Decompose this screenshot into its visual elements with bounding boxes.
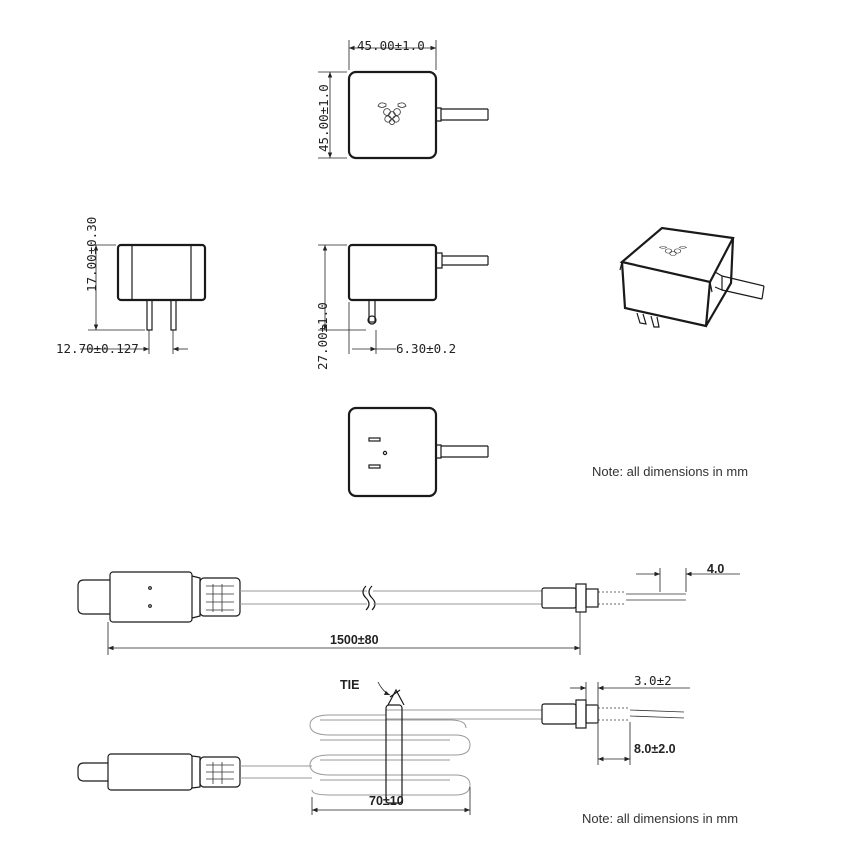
top-view: 45.00±1.0 45.00±1.0 [316,38,489,160]
dimension-note-lower: Note: all dimensions in mm [582,811,738,826]
front-view: 27.00±1.0 6.30±0.2 [315,243,489,370]
back-view [347,406,489,498]
front-height-dimension: 27.00±1.0 [315,302,330,370]
raspberry-logo-icon [377,102,407,125]
side-height-dimension: 17.00±0.30 [84,217,99,292]
cable-strip-dimension: 4.0 [707,562,724,576]
raspberry-logo-iso-icon [658,245,688,256]
top-width-dimension: 45.00±1.0 [357,38,425,53]
tie-label: TIE [340,678,359,692]
strip-length-dimension: 8.0±2.0 [634,742,676,756]
pin-spacing-dimension: 12.70±0.127 [56,341,139,356]
isometric-view [619,226,765,328]
coil-width-dimension: 70±10 [369,794,404,808]
cable-assembly: 4.0 1500±80 [77,562,740,655]
tie-offset-dimension: 3.0±2 [634,673,672,688]
cable-length-dimension: 1500±80 [330,633,379,647]
top-height-dimension: 45.00±1.0 [316,84,331,152]
pin-offset-dimension: 6.30±0.2 [396,341,456,356]
dimension-note-upper: Note: all dimensions in mm [592,464,748,479]
coiled-cable: TIE 3.0±2 8.0±2.0 70±10 [77,673,690,815]
side-view: 17.00±0.30 12.70±0.127 [56,217,207,356]
